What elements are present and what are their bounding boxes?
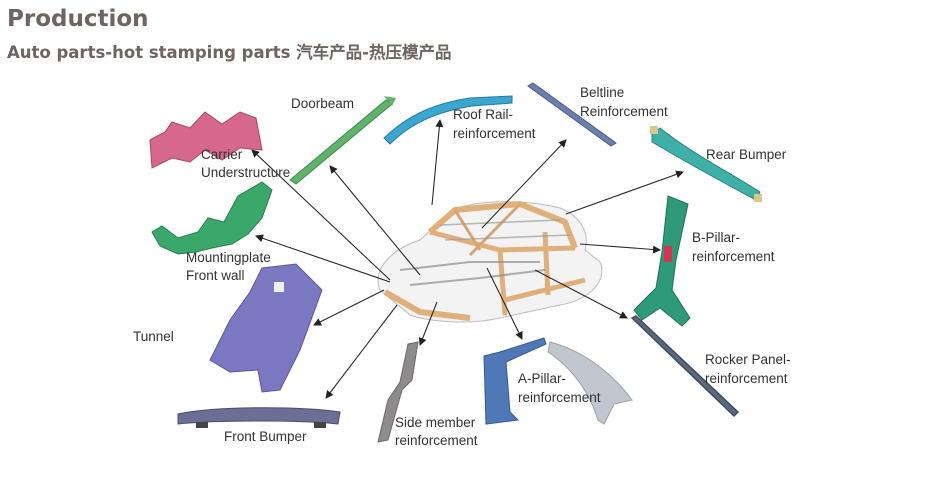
connector-arrows [251,119,684,399]
arrow-a-pillar [486,267,523,340]
label-tunnel: Tunnel [133,329,174,344]
label-mountingplate: Mountingplate Front wall [186,250,275,283]
arrow-side-member [418,301,438,346]
page-subtitle: Auto parts-hot stamping parts 汽车产品-热压模产品 [7,43,452,62]
part-labels: Carrier Understructure Doorbeam Roof Rai… [133,85,794,448]
carrier-understructure-part [149,111,263,169]
page-title: Production [7,6,149,32]
arrow-rear-bumper [565,170,684,215]
arrow-tunnel [313,289,385,326]
doorbeam-part [289,96,396,185]
label-doorbeam: Doorbeam [291,96,354,111]
mountingplate-part [151,181,273,255]
arrow-roof-rail [431,119,444,206]
beltline-part [527,82,617,147]
a-pillar-part [483,337,633,425]
tunnel-part [209,263,323,393]
rear-bumper-part [650,126,762,202]
label-roof-rail: Roof Rail- reinforcement [453,107,536,141]
arrow-b-pillar [579,243,661,254]
rocker-panel-part [630,315,740,418]
front-bumper-part [177,407,341,428]
car-body-illustration [377,201,603,323]
arrow-mountingplate [255,234,391,283]
label-front-bumper: Front Bumper [224,429,307,444]
label-rear-bumper: Rear Bumper [706,147,787,162]
label-carrier: Carrier Understructure [201,147,290,180]
arrow-doorbeam [329,165,421,276]
roof-rail-part [383,95,513,145]
label-rocker-panel: Rocker Panel- reinforcement [705,352,794,386]
label-a-pillar: A-Pillar- reinforcement [518,371,601,405]
side-member-part [377,341,419,443]
label-b-pillar: B-Pillar- reinforcement [692,230,775,264]
arrow-beltline [481,139,567,229]
arrow-front-bumper [325,304,398,399]
label-beltline: Beltline Reinforcement [580,85,668,119]
arrow-rocker-panel [534,269,628,319]
b-pillar-part [633,195,691,327]
label-side-member: Side member reinforcement [395,415,479,448]
arrow-carrier [251,149,391,281]
